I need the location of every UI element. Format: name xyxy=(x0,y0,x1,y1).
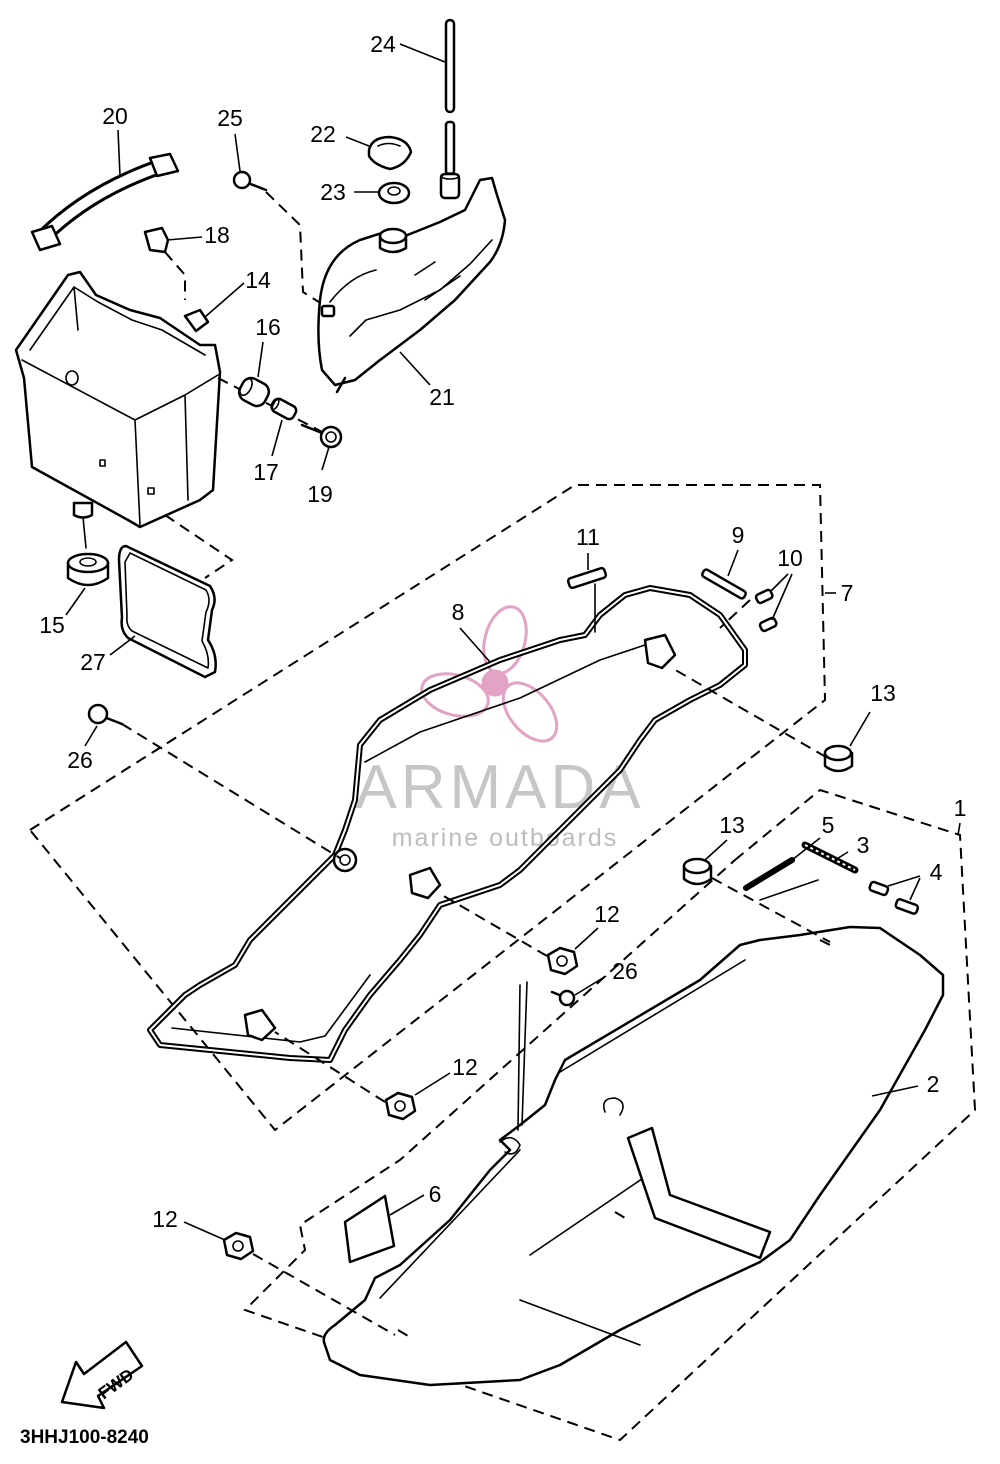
callout-12: 12 xyxy=(452,1054,478,1080)
callout-13: 13 xyxy=(870,680,896,706)
battery-box xyxy=(14,270,222,549)
callout-18: 18 xyxy=(204,222,230,248)
part-26-guide-line xyxy=(521,981,528,1126)
callout-26: 26 xyxy=(67,747,93,773)
part-15-grommet xyxy=(66,552,110,587)
part-4-pins xyxy=(868,880,920,915)
callout-5: 5 xyxy=(822,812,835,838)
part-14-clip xyxy=(183,308,210,333)
part-26-leader-dashed xyxy=(121,723,341,859)
callout-20: 20 xyxy=(102,103,128,129)
part-11-pin xyxy=(566,566,608,590)
part-13-leader-dashed xyxy=(671,667,827,758)
callout-14: 14 xyxy=(245,267,271,293)
part-12-grommet xyxy=(546,946,579,976)
part-13-grommet xyxy=(682,857,713,886)
callout-7: 7 xyxy=(841,580,854,606)
diagram-code: 3HHJ100-8240 xyxy=(20,1427,149,1448)
callouts: 24 22 23 20 25 18 14 16 21 17 19 11 9 10… xyxy=(39,31,966,1232)
callout-4: 4 xyxy=(930,859,943,885)
part-5-rod xyxy=(743,857,795,891)
part-26-bolt xyxy=(550,989,576,1007)
part-26-guide-line xyxy=(517,984,521,1131)
part-2-side-cover xyxy=(322,925,945,1387)
part-12-leader-dashed xyxy=(441,894,548,957)
propeller-logo-icon xyxy=(420,605,559,743)
callout-1: 1 xyxy=(954,795,967,821)
part-25-bolt xyxy=(232,170,268,192)
callout-25: 25 xyxy=(217,105,243,131)
part-16-damper xyxy=(237,376,271,408)
part-20-strap xyxy=(30,152,180,252)
callout-15: 15 xyxy=(39,612,65,638)
callout-2: 2 xyxy=(927,1071,940,1097)
part-9-leader-dashed xyxy=(719,599,751,629)
part-9-strip xyxy=(701,568,747,600)
callout-17: 17 xyxy=(253,459,279,485)
part-23-nut xyxy=(377,181,411,205)
callout-6: 6 xyxy=(429,1181,442,1207)
part-25-leader-dashed xyxy=(265,191,323,305)
part-21-tank xyxy=(317,176,507,394)
callout-11: 11 xyxy=(576,524,600,550)
part-10-clips xyxy=(754,588,778,633)
part-17-collar xyxy=(270,397,298,421)
part-12-leader-dashed xyxy=(274,1031,386,1103)
forward-arrow-icon: FWD xyxy=(60,1340,144,1410)
part-12-leader-dashed xyxy=(252,1253,396,1336)
callout-22: 22 xyxy=(310,121,336,147)
callout-24: 24 xyxy=(370,31,396,57)
callout-8: 8 xyxy=(452,599,465,625)
part-26-bolt xyxy=(87,703,124,726)
part-18-leader-dashed xyxy=(164,251,186,300)
callout-10: 10 xyxy=(777,545,803,571)
part-6-decal xyxy=(343,1194,396,1264)
watermark-brand: ARMADA xyxy=(355,753,644,822)
callout-19: 19 xyxy=(307,481,333,507)
callout-13: 13 xyxy=(719,812,745,838)
part-12-grommet xyxy=(384,1091,417,1121)
callout-3: 3 xyxy=(857,832,870,858)
part-12-grommet xyxy=(222,1231,255,1261)
callout-23: 23 xyxy=(320,179,346,205)
callout-9: 9 xyxy=(732,522,745,548)
part-8-frame xyxy=(147,585,748,1063)
part-19-bolt xyxy=(300,423,343,449)
callout-21: 21 xyxy=(429,384,455,410)
part-18-bracket xyxy=(143,226,170,254)
callout-27: 27 xyxy=(80,649,106,675)
watermark-tagline: marine outboards xyxy=(392,824,619,852)
callout-16: 16 xyxy=(255,314,281,340)
part-24-rod xyxy=(439,18,461,200)
part-13-lower-leader-dashed xyxy=(711,877,831,943)
part-27-pad xyxy=(117,514,234,679)
watermark: ARMADA marine outboards xyxy=(355,605,644,852)
callout-12: 12 xyxy=(152,1206,178,1232)
callout-leaders xyxy=(65,43,961,1241)
callout-26: 26 xyxy=(612,958,638,984)
part-5-guide-line xyxy=(759,879,819,901)
part-3-spring xyxy=(801,841,859,874)
part-13-grommet xyxy=(823,744,854,773)
group-7-outline xyxy=(28,484,827,1132)
callout-12: 12 xyxy=(594,901,620,927)
part-22-cap xyxy=(367,135,413,171)
